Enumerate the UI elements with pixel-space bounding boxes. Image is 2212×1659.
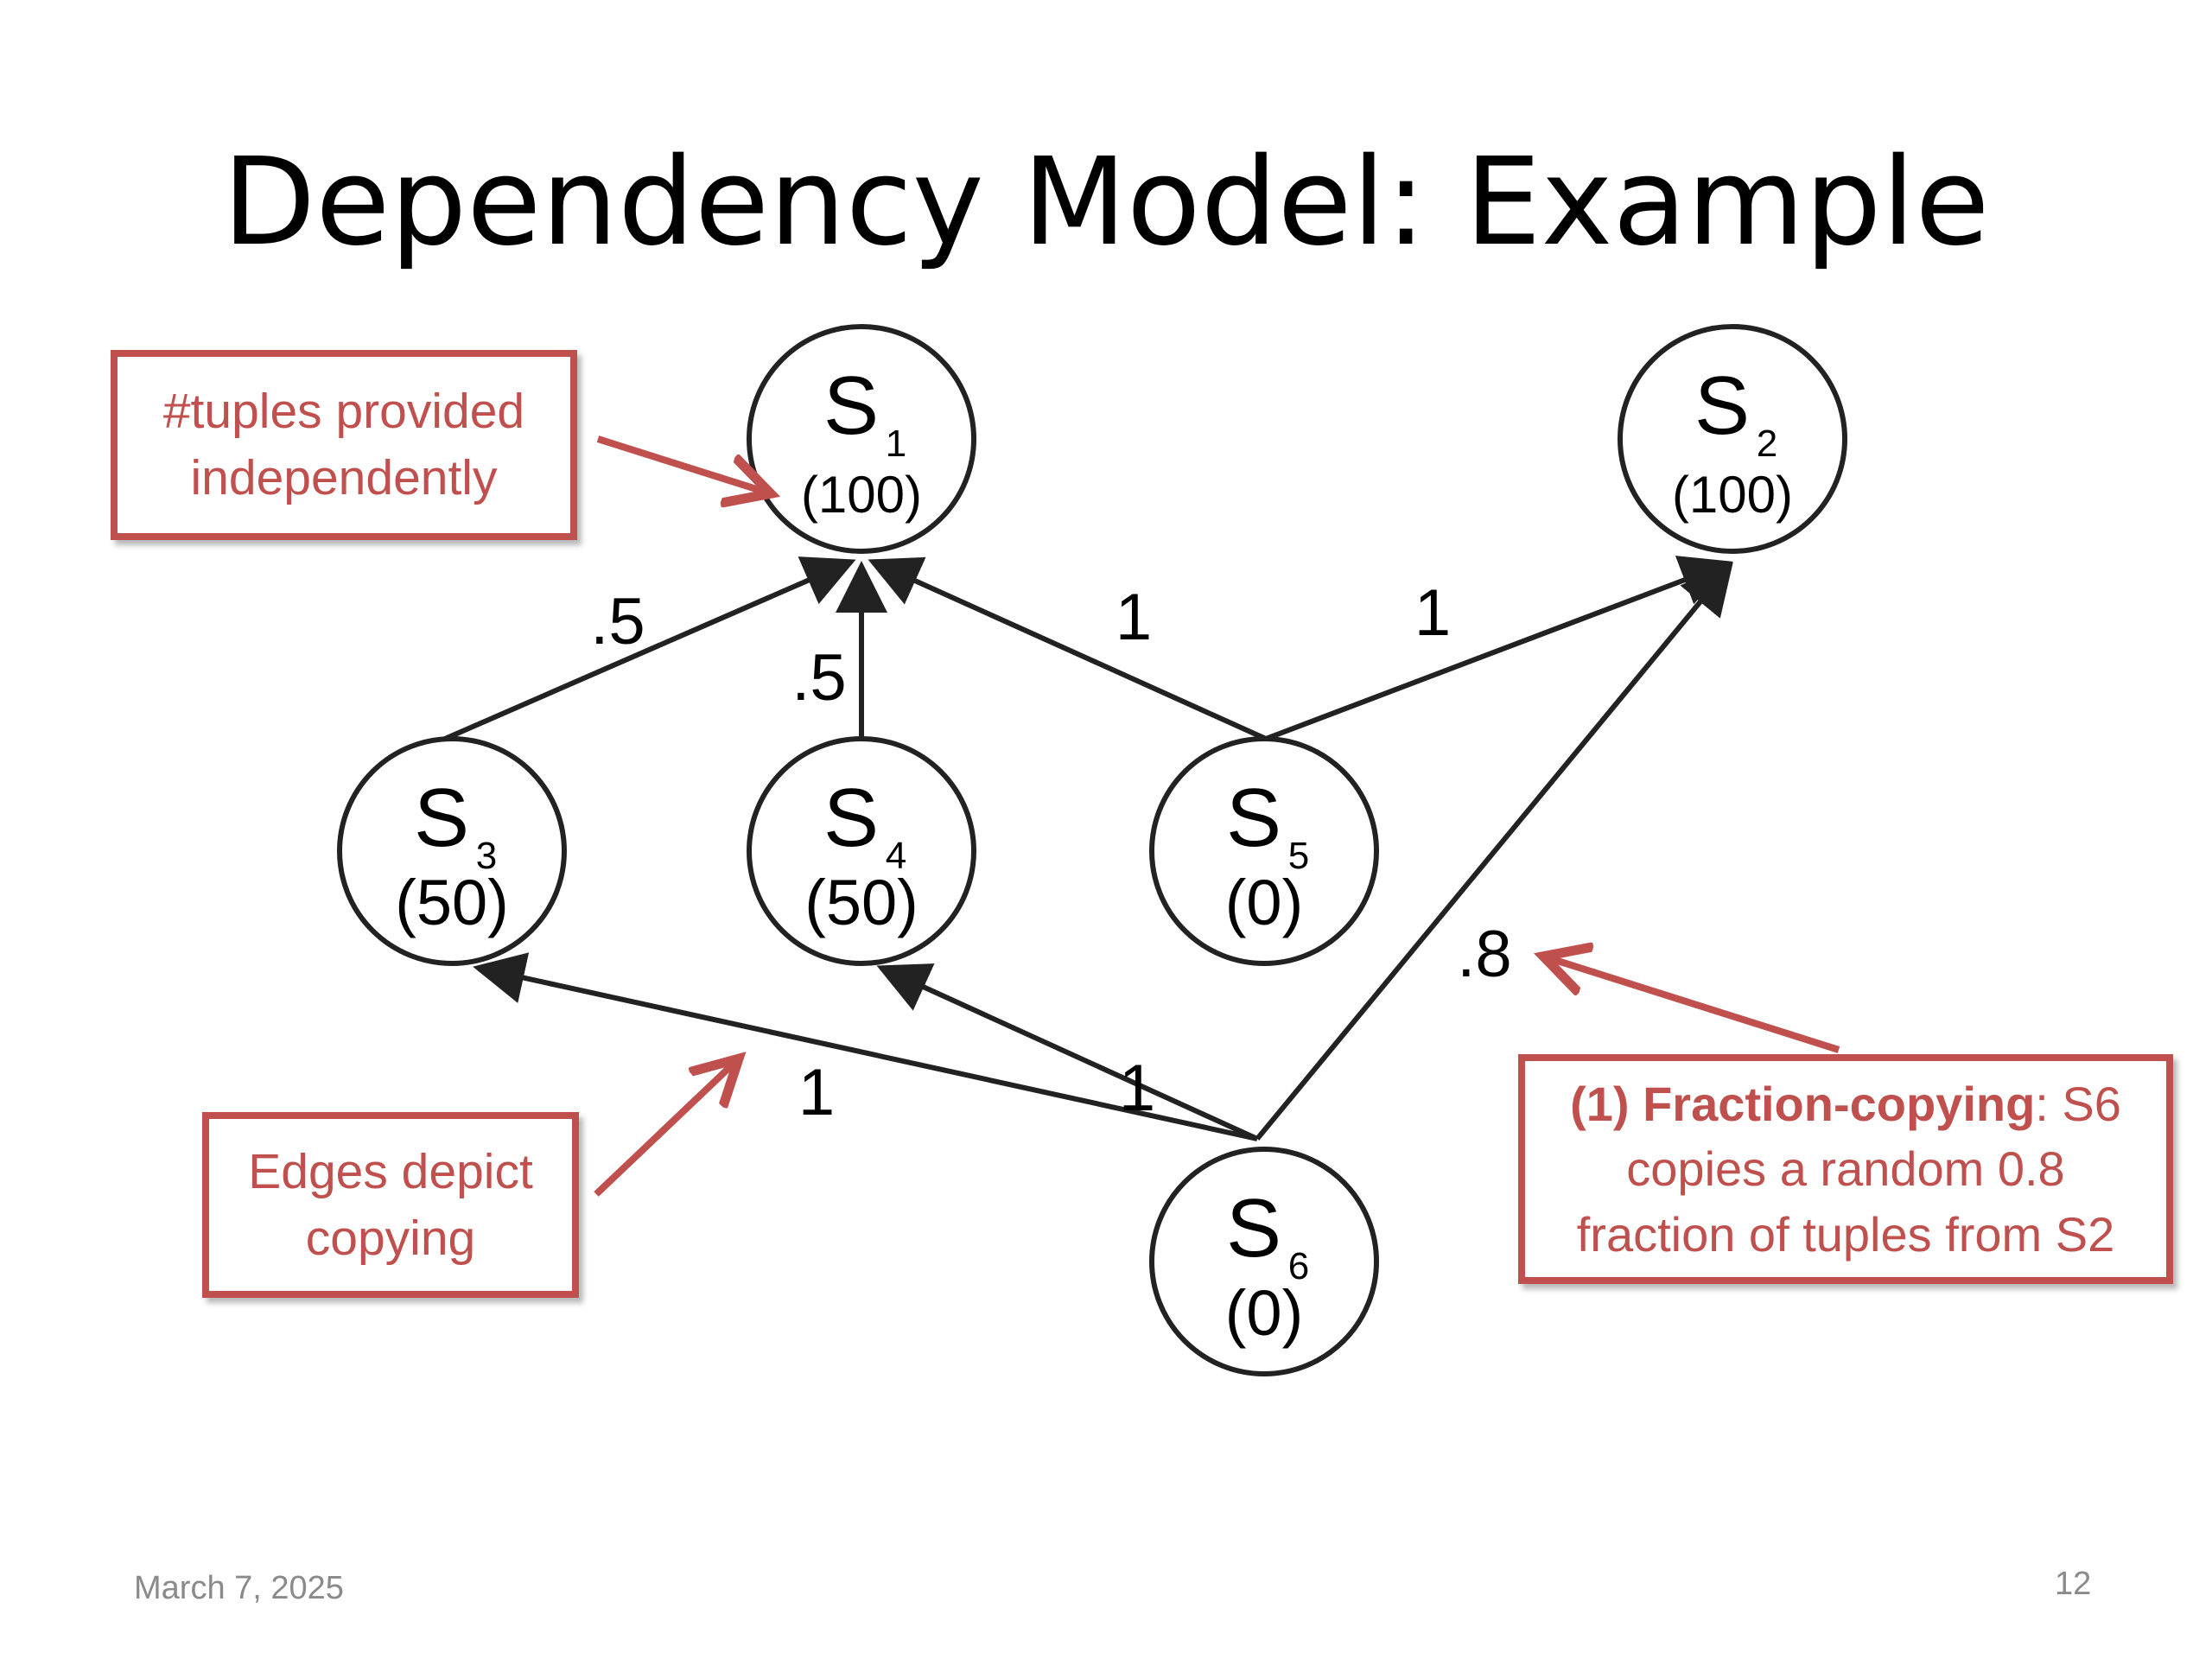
edge-s3-to-s1 [443, 556, 856, 741]
slide-title: Dependency Model: Example [222, 132, 1990, 273]
edge-s6-to-s2 [1255, 562, 1733, 1141]
callout-edges-line1: Edges depict [248, 1143, 533, 1199]
node-s4-letter: S [823, 772, 879, 864]
node-s4-count: (50) [804, 867, 918, 938]
node-s6-circle [1149, 1147, 1379, 1376]
callout-tuples-line2: independently [190, 450, 498, 505]
callout-fraction-heading: (1) Fraction-copying [1570, 1076, 2036, 1131]
edge-s5-to-s1 [868, 556, 1268, 741]
node-s5-circle [1149, 736, 1379, 966]
edge-label-s6-to-s4: 1 [1119, 1052, 1155, 1125]
pointer-arrow-tuples [596, 435, 767, 493]
callout-fraction-line1: (1) Fraction-copying: S6 [1570, 1071, 2121, 1137]
pointer-arrow-fraction [1547, 957, 1840, 1053]
node-s2-count: (100) [1672, 466, 1793, 524]
edge-s6-to-s4 [876, 963, 1259, 1141]
callout-fraction-rest: : S6 [2035, 1076, 2121, 1131]
edge-label-s6-to-s3: 1 [798, 1056, 835, 1129]
node-s3-count: (50) [395, 867, 509, 938]
edge-s6-to-s3 [473, 952, 1258, 1141]
callout-tuples-line1: #tuples provided [162, 384, 525, 440]
node-s6-count: (0) [1225, 1277, 1303, 1349]
callout-fraction-line2: copies a random 0.8 [1626, 1141, 2065, 1197]
slide-date: March 7, 2025 [134, 1570, 344, 1606]
node-s1-count: (100) [801, 466, 922, 524]
node-s6-subscript: 6 [1288, 1245, 1309, 1287]
node-s3-letter: S [414, 772, 469, 864]
node-s5-letter: S [1226, 772, 1281, 864]
node-s1-letter: S [823, 359, 879, 452]
node-s5-subscript: 5 [1288, 835, 1309, 877]
node-s4-circle [747, 736, 976, 966]
node-s5-count: (0) [1225, 867, 1303, 938]
node-s2-subscript: 2 [1757, 423, 1777, 465]
node-s1-subscript: 1 [886, 423, 906, 465]
node-s6-letter: S [1226, 1182, 1281, 1274]
callout-fraction-copying: (1) Fraction-copying: S6 copies a random… [1518, 1054, 2173, 1284]
edge-label-s3-to-s1: .5 [590, 585, 645, 658]
node-s3-circle [337, 736, 567, 966]
edge-label-s5-to-s2: 1 [1414, 576, 1451, 650]
callout-edges-line2: copying [305, 1210, 476, 1266]
edge-label-s4-to-s1: .5 [791, 641, 846, 715]
node-s4-subscript: 4 [886, 835, 906, 877]
edge-label-s5-to-s1: 1 [1116, 581, 1152, 654]
edge-s5-to-s2 [1264, 556, 1733, 741]
edge-label-s6-to-s2: .8 [1457, 918, 1511, 991]
node-s3-subscript: 3 [476, 835, 497, 877]
pointer-arrow-edges [594, 1061, 736, 1197]
slide-page-number: 12 [2055, 1566, 2092, 1602]
callout-edges-depict-copying: Edges depict copying [202, 1112, 579, 1298]
node-s2-letter: S [1694, 359, 1750, 452]
edges-layer: .5 .5 1 1 1 1 .8 [443, 556, 1733, 1141]
callout-tuples-provided: #tuples provided independently [111, 350, 577, 540]
callout-pointers [594, 435, 1840, 1197]
node-s1-circle [747, 324, 976, 554]
node-s2-circle [1618, 324, 1847, 554]
callout-fraction-line3: fraction of tuples from S2 [1576, 1206, 2115, 1262]
